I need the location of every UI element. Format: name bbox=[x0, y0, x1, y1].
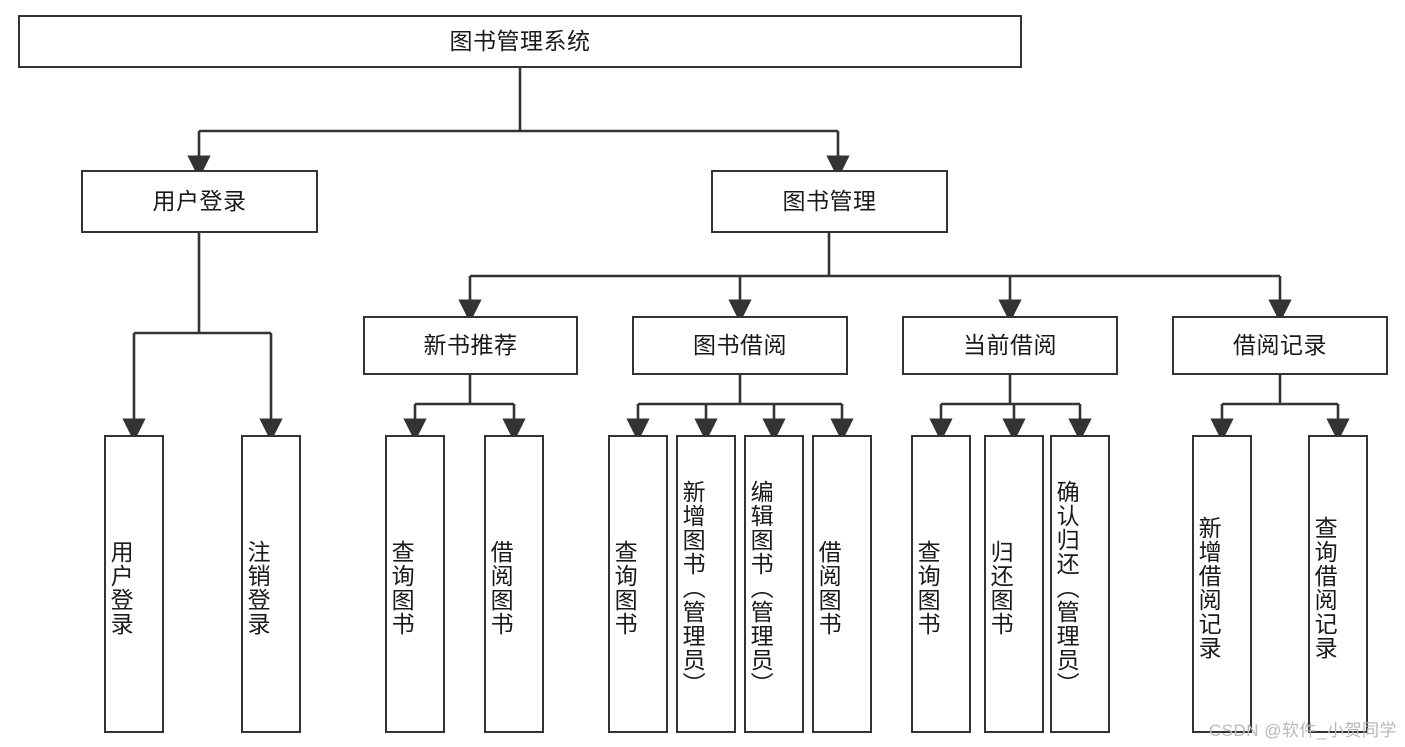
node-user-login[interactable]: 用户登录 bbox=[81, 170, 318, 233]
node-leaf-query-book-1[interactable]: 查询图书 bbox=[385, 435, 445, 733]
node-borrow-record-label: 借阅记录 bbox=[1233, 331, 1327, 358]
node-leaf-query-book-2-label: 查询图书 bbox=[611, 540, 638, 636]
node-leaf-return-book[interactable]: 归还图书 bbox=[984, 435, 1044, 733]
csdn-watermark: CSDN @软件_小贺同学 bbox=[1208, 721, 1397, 740]
node-leaf-query-record[interactable]: 查询借阅记录 bbox=[1308, 435, 1368, 733]
node-leaf-borrow-book-2[interactable]: 借阅图书 bbox=[812, 435, 872, 733]
node-book-manage-label: 图书管理 bbox=[782, 187, 877, 214]
node-leaf-user-login-label: 用户登录 bbox=[107, 540, 134, 636]
node-current-borrow[interactable]: 当前借阅 bbox=[902, 316, 1118, 375]
node-leaf-edit-book-label: 编辑图书（管理员） bbox=[747, 480, 774, 696]
node-leaf-add-book-label: 新增图书（管理员） bbox=[679, 480, 706, 696]
node-leaf-query-book-3[interactable]: 查询图书 bbox=[911, 435, 971, 733]
node-leaf-borrow-book-1[interactable]: 借阅图书 bbox=[484, 435, 544, 733]
node-root[interactable]: 图书管理系统 bbox=[18, 15, 1022, 68]
node-leaf-add-book[interactable]: 新增图书（管理员） bbox=[676, 435, 736, 733]
node-user-login-label: 用户登录 bbox=[152, 187, 247, 214]
node-book-borrow[interactable]: 图书借阅 bbox=[632, 316, 848, 375]
node-leaf-borrow-book-1-label: 借阅图书 bbox=[487, 540, 514, 636]
node-leaf-logout-label: 注销登录 bbox=[244, 540, 271, 636]
node-leaf-borrow-book-2-label: 借阅图书 bbox=[815, 540, 842, 636]
node-leaf-query-book-2[interactable]: 查询图书 bbox=[608, 435, 668, 733]
node-leaf-user-login[interactable]: 用户登录 bbox=[104, 435, 164, 733]
node-borrow-record[interactable]: 借阅记录 bbox=[1172, 316, 1388, 375]
node-leaf-add-record[interactable]: 新增借阅记录 bbox=[1192, 435, 1252, 733]
node-leaf-add-record-label: 新增借阅记录 bbox=[1195, 516, 1222, 660]
node-leaf-confirm-return-label: 确认归还（管理员） bbox=[1053, 480, 1080, 696]
node-leaf-query-record-label: 查询借阅记录 bbox=[1311, 516, 1338, 660]
node-new-book-recommend[interactable]: 新书推荐 bbox=[363, 316, 578, 375]
node-leaf-edit-book[interactable]: 编辑图书（管理员） bbox=[744, 435, 804, 733]
node-leaf-confirm-return[interactable]: 确认归还（管理员） bbox=[1050, 435, 1110, 733]
node-leaf-query-book-1-label: 查询图书 bbox=[388, 540, 415, 636]
node-leaf-logout[interactable]: 注销登录 bbox=[241, 435, 301, 733]
node-leaf-return-book-label: 归还图书 bbox=[987, 540, 1014, 636]
node-root-label: 图书管理系统 bbox=[449, 27, 591, 54]
node-book-borrow-label: 图书借阅 bbox=[693, 331, 787, 358]
node-leaf-query-book-3-label: 查询图书 bbox=[914, 540, 941, 636]
node-book-manage[interactable]: 图书管理 bbox=[711, 170, 948, 233]
node-new-book-recommend-label: 新书推荐 bbox=[423, 331, 518, 358]
node-current-borrow-label: 当前借阅 bbox=[963, 331, 1057, 358]
